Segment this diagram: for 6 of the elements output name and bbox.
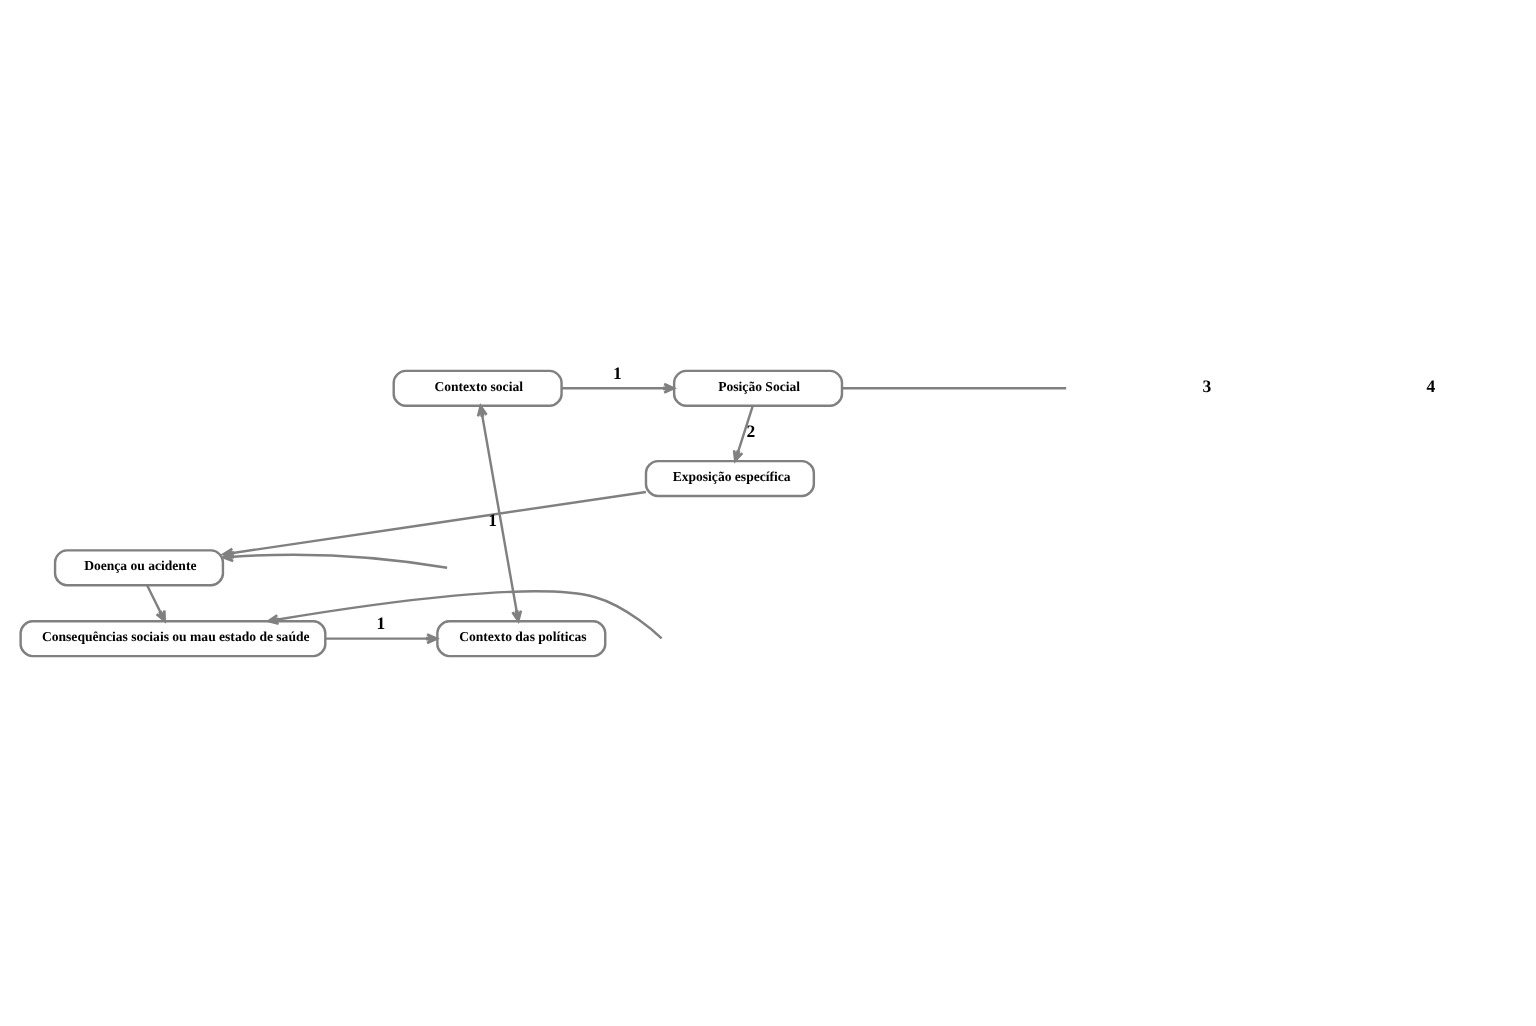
edge-label: 1 — [488, 510, 498, 531]
edge-label: 2 — [746, 421, 756, 442]
edge-label: 1 — [376, 613, 386, 634]
label: 4 — [1426, 375, 1436, 396]
label: 3 — [1202, 375, 1212, 396]
edge-label: 1 — [613, 363, 622, 383]
